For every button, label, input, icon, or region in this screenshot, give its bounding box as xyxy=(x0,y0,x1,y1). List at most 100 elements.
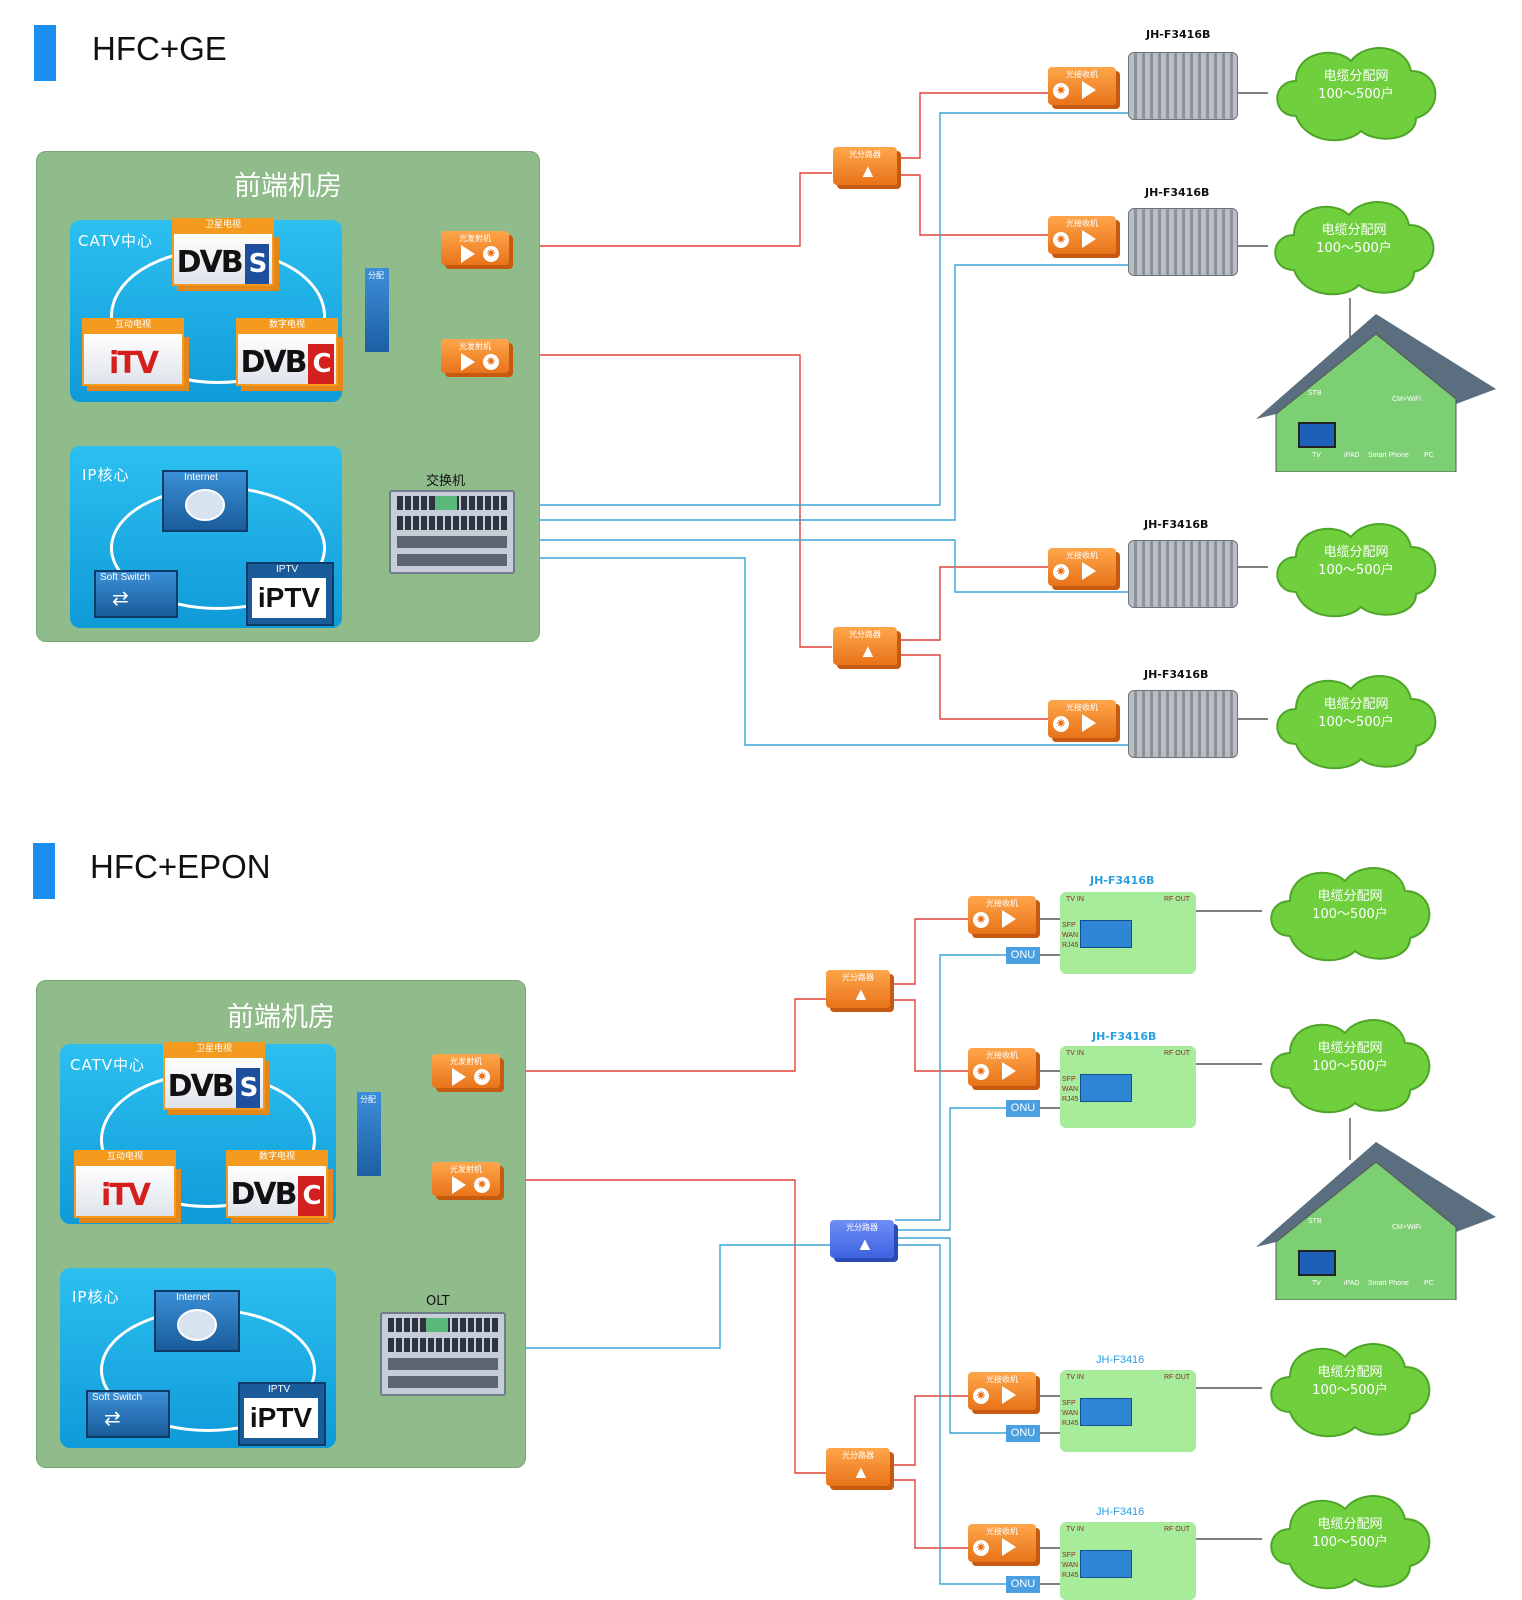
cloud-line1: 电缆分配网 xyxy=(1321,223,1387,238)
amplifier-model: JH-F3416B xyxy=(1144,668,1209,681)
arrows-icon: ⇄ xyxy=(104,1408,121,1430)
rf-splitter: 分配 xyxy=(365,268,389,352)
room-title: 前端机房 xyxy=(227,1002,335,1033)
box-model: JH-F3416 xyxy=(1096,1354,1145,1366)
optical-receiver: 光接收机 ✷ xyxy=(1048,700,1116,738)
pon-line xyxy=(895,1244,1006,1585)
rf-line xyxy=(505,1179,826,1474)
internet-cube: Internet xyxy=(154,1290,240,1352)
pon-splitter: 光分路器 ▲ xyxy=(830,1220,894,1258)
amplifier-model: JH-F3416B xyxy=(1144,518,1209,531)
ip-core-label: IP核心 xyxy=(82,466,130,484)
internet-label: Internet xyxy=(184,472,218,483)
receiver-label: 光接收机 xyxy=(1066,219,1098,228)
tv-label: TV xyxy=(1312,1280,1321,1287)
rf-line xyxy=(890,999,970,1072)
optical-receiver: 光接收机 ✷ xyxy=(1048,67,1116,105)
iptv-label: IPTV xyxy=(268,1384,291,1395)
optical-receiver: 光接收机 ✷ xyxy=(1048,548,1116,586)
cable-network-cloud: 电缆分配网 100～500户 xyxy=(1266,664,1446,776)
optical-receiver: 光接收机 ✷ xyxy=(968,896,1036,934)
rf-line xyxy=(890,918,970,985)
optical-transmitter: 光发射机 ✷ xyxy=(432,1162,500,1196)
optical-transmitter: 光发射机 ✷ xyxy=(441,231,509,265)
pon-line xyxy=(895,1107,1006,1231)
receiver-label: 光接收机 xyxy=(986,1051,1018,1060)
splitter-label: 分配 xyxy=(360,1095,376,1104)
transmitter-label: 光发射机 xyxy=(450,1165,482,1174)
cloud-line1: 电缆分配网 xyxy=(1323,697,1389,712)
play-icon xyxy=(1082,714,1096,732)
optical-receiver: 光接收机 ✷ xyxy=(968,1524,1036,1562)
laser-icon: ✷ xyxy=(483,246,499,262)
section-marker xyxy=(34,25,56,81)
rf-splitter: 分配 xyxy=(357,1092,381,1176)
split-icon: ▲ xyxy=(859,641,877,661)
optical-receiver: 光接收机 ✷ xyxy=(1048,216,1116,254)
cloud-line1: 电缆分配网 xyxy=(1317,1517,1383,1532)
play-icon xyxy=(1002,1538,1016,1556)
ip-core-label: IP核心 xyxy=(72,1288,120,1306)
play-icon xyxy=(1082,230,1096,248)
dvbc-caption: 数字电视 xyxy=(236,318,338,332)
optical-transmitter: 光发射机 ✷ xyxy=(441,339,509,373)
cloud-line2: 100～500户 xyxy=(1318,87,1394,102)
iptv-logo: iPTV xyxy=(244,1398,318,1438)
cloud-line1: 电缆分配网 xyxy=(1317,1365,1383,1380)
split-icon: ▲ xyxy=(859,161,877,181)
cm-wifi-label: CM+WiFi xyxy=(1392,396,1421,403)
node-box: TV IN RF OUT SFP WAN RJ45 xyxy=(1060,1370,1196,1452)
onu-box: ONU xyxy=(1006,1576,1040,1593)
optical-splitter-label: 光分路器 xyxy=(842,973,874,982)
rf-line xyxy=(898,174,1048,236)
rf-line xyxy=(898,92,1048,159)
rf-line xyxy=(898,566,1048,641)
ipad-label: iPAD xyxy=(1344,1280,1360,1287)
dvbs-caption: 卫星电视 xyxy=(163,1042,265,1056)
splitter-label: 分配 xyxy=(368,271,384,280)
cloud-line2: 100～500户 xyxy=(1318,715,1394,730)
ip-line xyxy=(514,264,1130,521)
split-icon: ▲ xyxy=(852,984,870,1004)
core-module xyxy=(1080,1074,1132,1102)
transmitter-label: 光发射机 xyxy=(450,1057,482,1066)
tv-icon xyxy=(1298,422,1336,448)
section-title: HFC+EPON xyxy=(90,848,271,885)
receiver-label: 光接收机 xyxy=(1066,551,1098,560)
itv-caption: 互动电视 xyxy=(74,1150,176,1164)
optical-splitter-label: 光分路器 xyxy=(842,1451,874,1460)
smartphone-label: Smart Phone xyxy=(1368,452,1409,459)
rf-line xyxy=(890,1479,970,1549)
catv-label: CATV中心 xyxy=(78,232,153,250)
play-icon xyxy=(1002,1062,1016,1080)
optical-receiver: 光接收机 ✷ xyxy=(968,1372,1036,1410)
olt-label: OLT xyxy=(426,1294,450,1309)
rf-line xyxy=(898,654,1048,720)
receive-icon: ✷ xyxy=(1053,716,1069,732)
split-icon: ▲ xyxy=(856,1234,874,1254)
cloud-line2: 100～500户 xyxy=(1318,563,1394,578)
node-box: TV IN RF OUT SFP WAN RJ45 xyxy=(1060,1522,1196,1600)
core-module xyxy=(1080,920,1132,948)
itv-logo: iTV xyxy=(109,346,159,381)
laser-icon: ✷ xyxy=(474,1069,490,1085)
transmitter-label: 光发射机 xyxy=(459,342,491,351)
pon-line xyxy=(895,954,1006,1221)
cloud-line2: 100～500户 xyxy=(1312,1059,1388,1074)
box-model: JH-F3416B xyxy=(1090,874,1155,887)
home-illustration: STB CM+WiFi TV iPAD Smart Phone PC xyxy=(1256,1142,1496,1300)
laser-icon: ✷ xyxy=(474,1177,490,1193)
globe-icon xyxy=(177,1309,217,1341)
stb-label: STB xyxy=(1308,1218,1322,1225)
optical-splitter: 光分路器 ▲ xyxy=(826,970,890,1008)
switch-label: 交换机 xyxy=(426,474,466,489)
